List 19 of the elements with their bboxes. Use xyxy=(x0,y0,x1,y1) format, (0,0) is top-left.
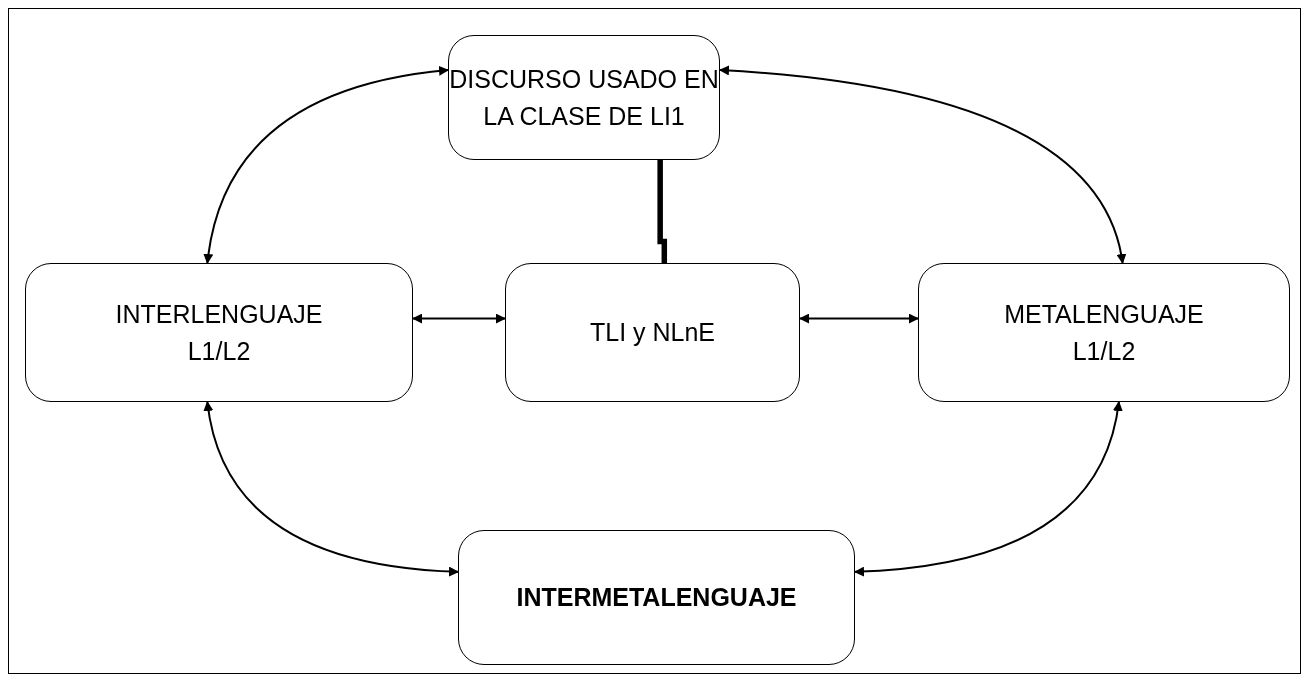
node-label: INTERLENGUAJE xyxy=(115,299,323,331)
double-arrow xyxy=(203,66,449,264)
rounded-box xyxy=(25,263,413,402)
double-arrow xyxy=(203,401,459,577)
node-label: TLI y NLnE xyxy=(589,317,716,349)
double-arrow xyxy=(719,65,1126,264)
node-label: METALENGUAJE xyxy=(1004,299,1204,331)
double-arrow xyxy=(799,313,919,324)
node-label: DISCURSO USADO EN LA CLASE DE LI1 xyxy=(449,64,719,132)
double-arrow xyxy=(412,313,506,324)
node-sublabel: L1/L2 xyxy=(187,335,251,367)
node-sublabel: L1/L2 xyxy=(1072,335,1136,367)
connector-line xyxy=(657,160,668,263)
rounded-box xyxy=(448,35,720,160)
double-arrow xyxy=(854,401,1123,577)
rounded-box xyxy=(458,530,855,665)
rounded-box xyxy=(918,263,1290,402)
rounded-box xyxy=(505,263,800,402)
node-label: INTERMETALENGUAJE xyxy=(516,582,797,614)
